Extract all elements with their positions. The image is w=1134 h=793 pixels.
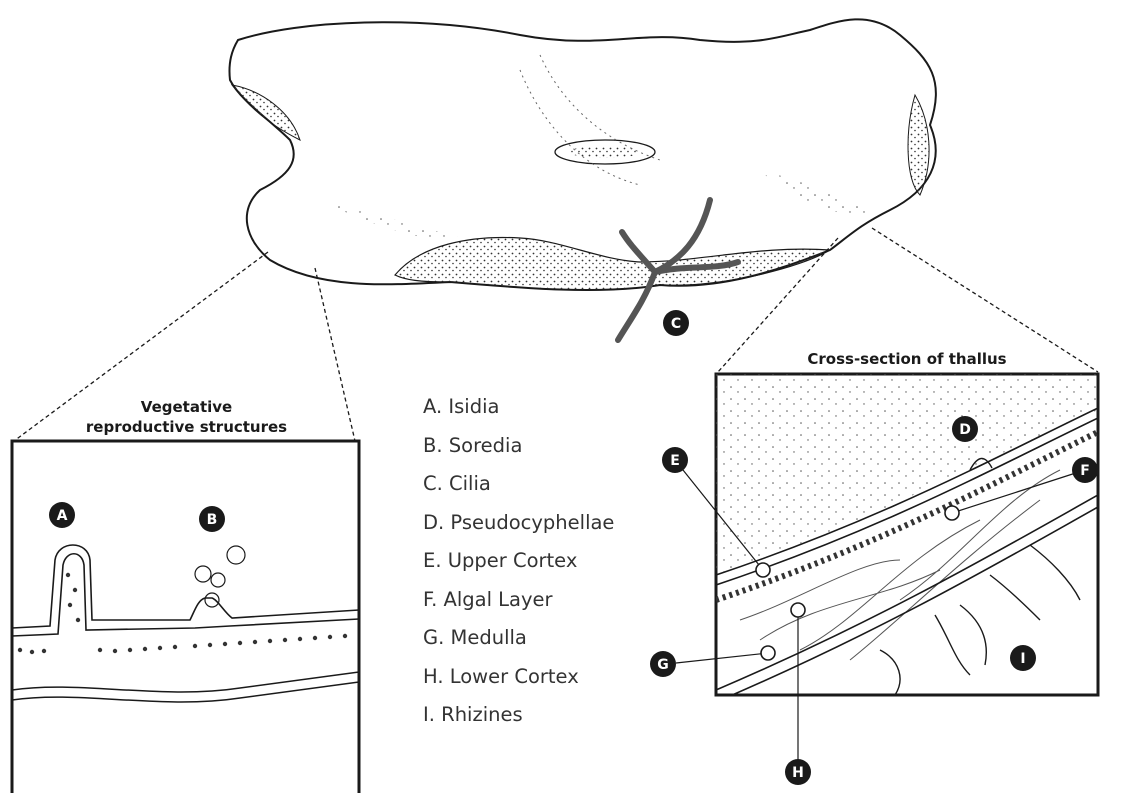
marker-b: B (199, 506, 225, 532)
legend-item-algal-layer: F. Algal Layer (423, 586, 614, 625)
svg-text:A: A (57, 508, 68, 524)
legend-item-rhizines: I. Rhizines (423, 701, 614, 740)
marker-i: I (1010, 645, 1036, 671)
vegetative-panel-title-line2: reproductive structures (14, 417, 359, 437)
legend-item-cilia: C. Cilia (423, 470, 614, 509)
svg-text:F: F (1080, 463, 1090, 479)
svg-text:D: D (959, 422, 971, 438)
svg-text:I: I (1020, 651, 1025, 667)
vegetative-panel-title-line1: Vegetative (14, 397, 359, 417)
vegetative-panel-illustration (12, 545, 359, 702)
marker-d: D (952, 416, 978, 442)
legend-item-isidia: A. Isidia (423, 393, 614, 432)
cross-section-title-text: Cross-section of thallus (807, 350, 1006, 368)
cross-section-panel-title: Cross-section of thallus (716, 349, 1098, 369)
marker-h: H (785, 759, 811, 785)
svg-text:B: B (207, 512, 218, 528)
vegetative-panel-frame (12, 441, 359, 793)
marker-c: C (663, 310, 689, 336)
svg-text:G: G (657, 657, 669, 673)
legend-item-soredia: B. Soredia (423, 432, 614, 471)
legend-item-pseudocyphellae: D. Pseudocyphellae (423, 509, 614, 548)
legend-item-lower-cortex: H. Lower Cortex (423, 663, 614, 702)
marker-g: G (650, 651, 676, 677)
svg-text:C: C (671, 316, 681, 332)
legend-item-upper-cortex: E. Upper Cortex (423, 547, 614, 586)
svg-text:H: H (792, 765, 804, 781)
marker-f: F (1072, 457, 1098, 483)
svg-text:E: E (670, 453, 680, 469)
vegetative-panel-title: Vegetative reproductive structures (14, 397, 359, 437)
thallus-lobe (229, 19, 935, 340)
legend-item-medulla: G. Medulla (423, 624, 614, 663)
legend: A. Isidia B. Soredia C. Cilia D. Pseudoc… (423, 393, 614, 740)
marker-e: E (662, 447, 688, 473)
marker-a: A (49, 502, 75, 528)
